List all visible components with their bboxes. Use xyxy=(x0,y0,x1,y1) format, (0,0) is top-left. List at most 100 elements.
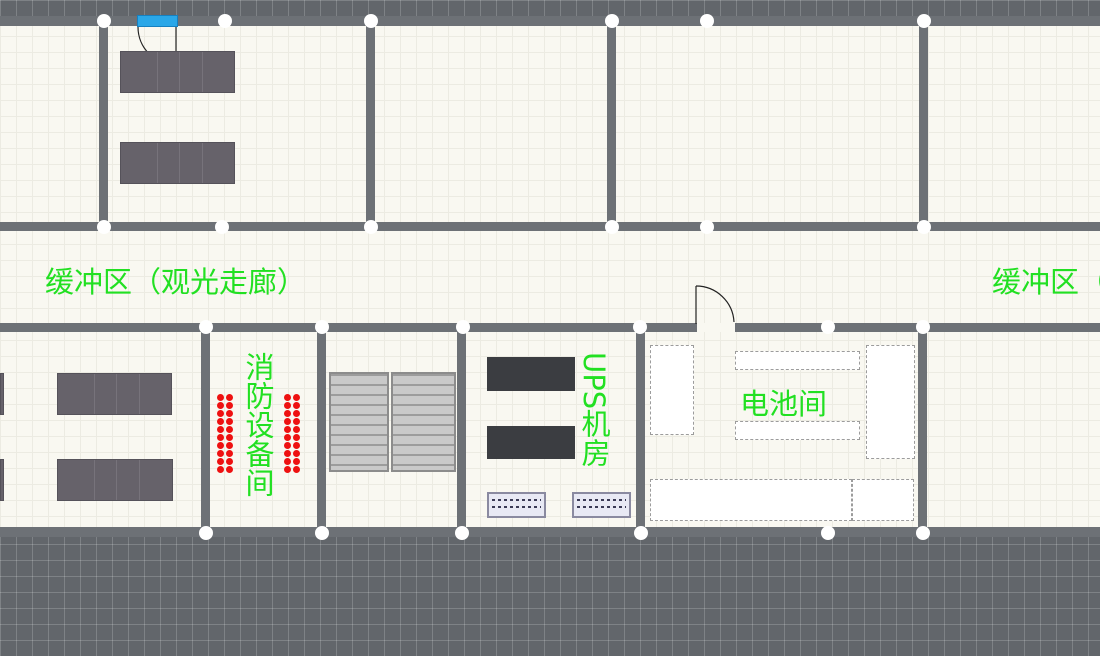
workstation-desk xyxy=(120,142,235,184)
corridor-label-right: 缓冲区（ xyxy=(992,265,1100,299)
fire-extinguisher-icon xyxy=(217,426,224,433)
wall-node xyxy=(700,14,714,28)
fire-extinguisher-icon xyxy=(284,410,291,417)
fire-extinguisher-icon xyxy=(284,418,291,425)
lower-corridor-wall xyxy=(0,323,1100,332)
workstation-desk xyxy=(57,373,172,415)
wall-node xyxy=(218,14,232,28)
wall-node xyxy=(455,526,469,540)
fire-extinguisher-icon xyxy=(217,434,224,441)
fire-extinguisher-icon xyxy=(226,458,233,465)
lower-wall-3 xyxy=(457,327,466,533)
fire-extinguisher-icon xyxy=(293,442,300,449)
corridor-label-left: 缓冲区（观光走廊） xyxy=(45,265,307,299)
wall-node xyxy=(364,220,378,234)
wall-node xyxy=(199,320,213,334)
fire-extinguisher-icon xyxy=(226,410,233,417)
wall-node xyxy=(634,526,648,540)
battery-room-label: 电池间 xyxy=(740,387,828,421)
fire-extinguisher-icon xyxy=(284,450,291,457)
fire-extinguisher-icon xyxy=(293,434,300,441)
wall-node xyxy=(916,320,930,334)
fire-extinguisher-icon xyxy=(226,426,233,433)
fire-extinguisher-icon xyxy=(293,450,300,457)
fire-extinguisher-icon xyxy=(293,394,300,401)
lower-wall-2 xyxy=(317,327,326,533)
battery-rack xyxy=(735,421,860,440)
corridor-door-gap xyxy=(697,323,735,332)
upper-wall-2 xyxy=(366,20,375,228)
distribution-panel xyxy=(487,492,546,518)
battery-rack xyxy=(735,351,860,370)
door-leaf-blue[interactable] xyxy=(137,15,178,27)
fire-extinguisher-icon xyxy=(284,458,291,465)
fire-extinguisher-icon xyxy=(284,394,291,401)
lower-wall-1 xyxy=(201,327,210,533)
fire-extinguisher-icon xyxy=(284,466,291,473)
battery-rack xyxy=(866,345,915,459)
staircase-right xyxy=(391,372,456,472)
fire-extinguisher-icon xyxy=(226,434,233,441)
fire-extinguisher-icon xyxy=(293,402,300,409)
fire-extinguisher-icon xyxy=(293,418,300,425)
wall-node xyxy=(315,320,329,334)
fire-extinguisher-icon xyxy=(217,466,224,473)
workstation-desk xyxy=(57,459,173,501)
fire-equipment-room-label: 消防设备间 xyxy=(241,352,275,497)
fire-extinguisher-icon xyxy=(226,394,233,401)
fire-extinguisher-icon xyxy=(226,450,233,457)
lower-wall-4 xyxy=(636,327,645,533)
fire-extinguisher-icon xyxy=(293,458,300,465)
fire-extinguisher-icon xyxy=(217,394,224,401)
fire-extinguisher-icon xyxy=(284,402,291,409)
upper-wall-3 xyxy=(607,20,616,228)
corridor-door-swing-icon xyxy=(695,285,735,324)
wall-node xyxy=(633,320,647,334)
wall-node xyxy=(917,220,931,234)
fire-extinguisher-icon xyxy=(226,466,233,473)
ups-cabinet xyxy=(487,357,575,391)
workstation-desk xyxy=(120,51,235,93)
fire-extinguisher-icon xyxy=(226,418,233,425)
fire-extinguisher-icon xyxy=(217,458,224,465)
battery-rack xyxy=(650,479,852,521)
fire-extinguisher-icon xyxy=(217,402,224,409)
wall-node xyxy=(821,320,835,334)
workstation-desk-partial xyxy=(0,373,4,415)
wall-node xyxy=(97,14,111,28)
wall-node xyxy=(916,526,930,540)
upper-wall-1 xyxy=(99,20,108,228)
fire-extinguisher-icon xyxy=(293,410,300,417)
wall-node xyxy=(315,526,329,540)
upper-wall-4 xyxy=(919,20,928,228)
fire-extinguisher-icon xyxy=(226,402,233,409)
fire-extinguisher-icon xyxy=(217,410,224,417)
fire-extinguisher-icon xyxy=(284,426,291,433)
fire-extinguisher-icon xyxy=(284,434,291,441)
wall-node xyxy=(97,220,111,234)
wall-node xyxy=(199,526,213,540)
upper-corridor-wall xyxy=(0,222,1100,231)
ups-room-label: UPS机房 xyxy=(577,352,611,468)
wall-node xyxy=(456,320,470,334)
workstation-desk-partial xyxy=(0,459,4,501)
fire-extinguisher-icon xyxy=(217,450,224,457)
battery-rack xyxy=(852,479,914,521)
wall-node xyxy=(605,14,619,28)
fire-extinguisher-icon xyxy=(284,442,291,449)
fire-extinguisher-icon xyxy=(293,426,300,433)
top-outer-wall xyxy=(0,16,1100,26)
distribution-panel xyxy=(572,492,631,518)
wall-node xyxy=(605,220,619,234)
bottom-outer-wall xyxy=(0,527,1100,537)
ups-cabinet xyxy=(487,426,575,459)
battery-rack xyxy=(650,345,694,435)
wall-node xyxy=(917,14,931,28)
fire-extinguisher-icon xyxy=(226,442,233,449)
wall-node xyxy=(821,526,835,540)
fire-extinguisher-icon xyxy=(293,466,300,473)
fire-extinguisher-icon xyxy=(217,418,224,425)
lower-wall-5 xyxy=(918,327,927,533)
staircase-left xyxy=(329,372,389,472)
wall-node xyxy=(364,14,378,28)
